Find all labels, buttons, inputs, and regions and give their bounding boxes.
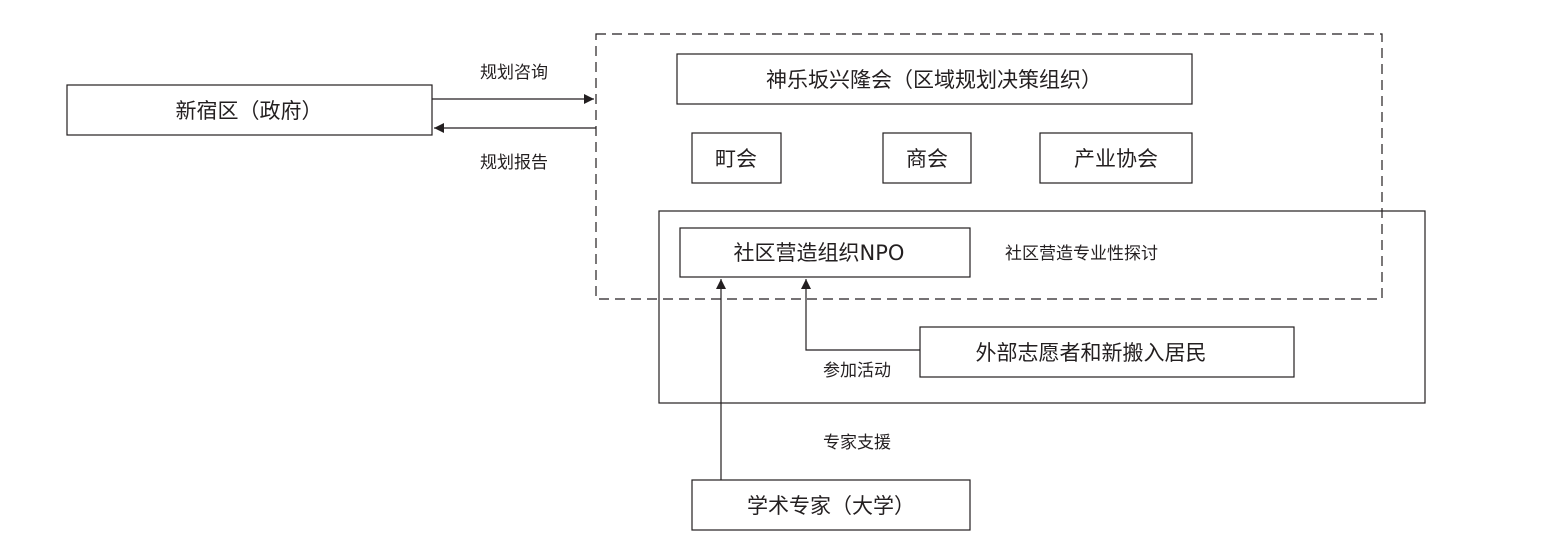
council-label: 神乐坂兴隆会（区域规划决策组织） xyxy=(766,68,1102,92)
discussion-label: 社区营造专业性探讨 xyxy=(1005,244,1158,264)
participate-label: 参加活动 xyxy=(823,361,891,381)
volunteers-label: 外部志愿者和新搬入居民 xyxy=(976,341,1207,365)
npo-box xyxy=(679,227,971,278)
neighborhood-label: 町会 xyxy=(715,147,757,171)
industry-label: 产业协会 xyxy=(1074,147,1158,171)
council-box xyxy=(676,53,1193,105)
experts-label: 学术专家（大学） xyxy=(747,494,915,518)
commerce-box xyxy=(882,132,972,184)
volunteers-box xyxy=(919,326,1295,378)
experts-box xyxy=(691,479,971,531)
report-label: 规划报告 xyxy=(480,153,548,173)
gov-box xyxy=(66,84,433,136)
council-dashed-frame xyxy=(595,33,1383,300)
consult-label: 规划咨询 xyxy=(480,63,548,83)
participate-arrow xyxy=(801,279,920,351)
gov-label: 新宿区（政府） xyxy=(176,99,323,123)
community-discussion-frame xyxy=(658,210,1426,404)
commerce-label: 商会 xyxy=(906,147,948,171)
npo-label: 社区营造组织NPO xyxy=(734,241,905,265)
industry-box xyxy=(1039,132,1193,184)
support-label: 专家支援 xyxy=(823,433,891,453)
neighborhood-box xyxy=(691,132,782,184)
